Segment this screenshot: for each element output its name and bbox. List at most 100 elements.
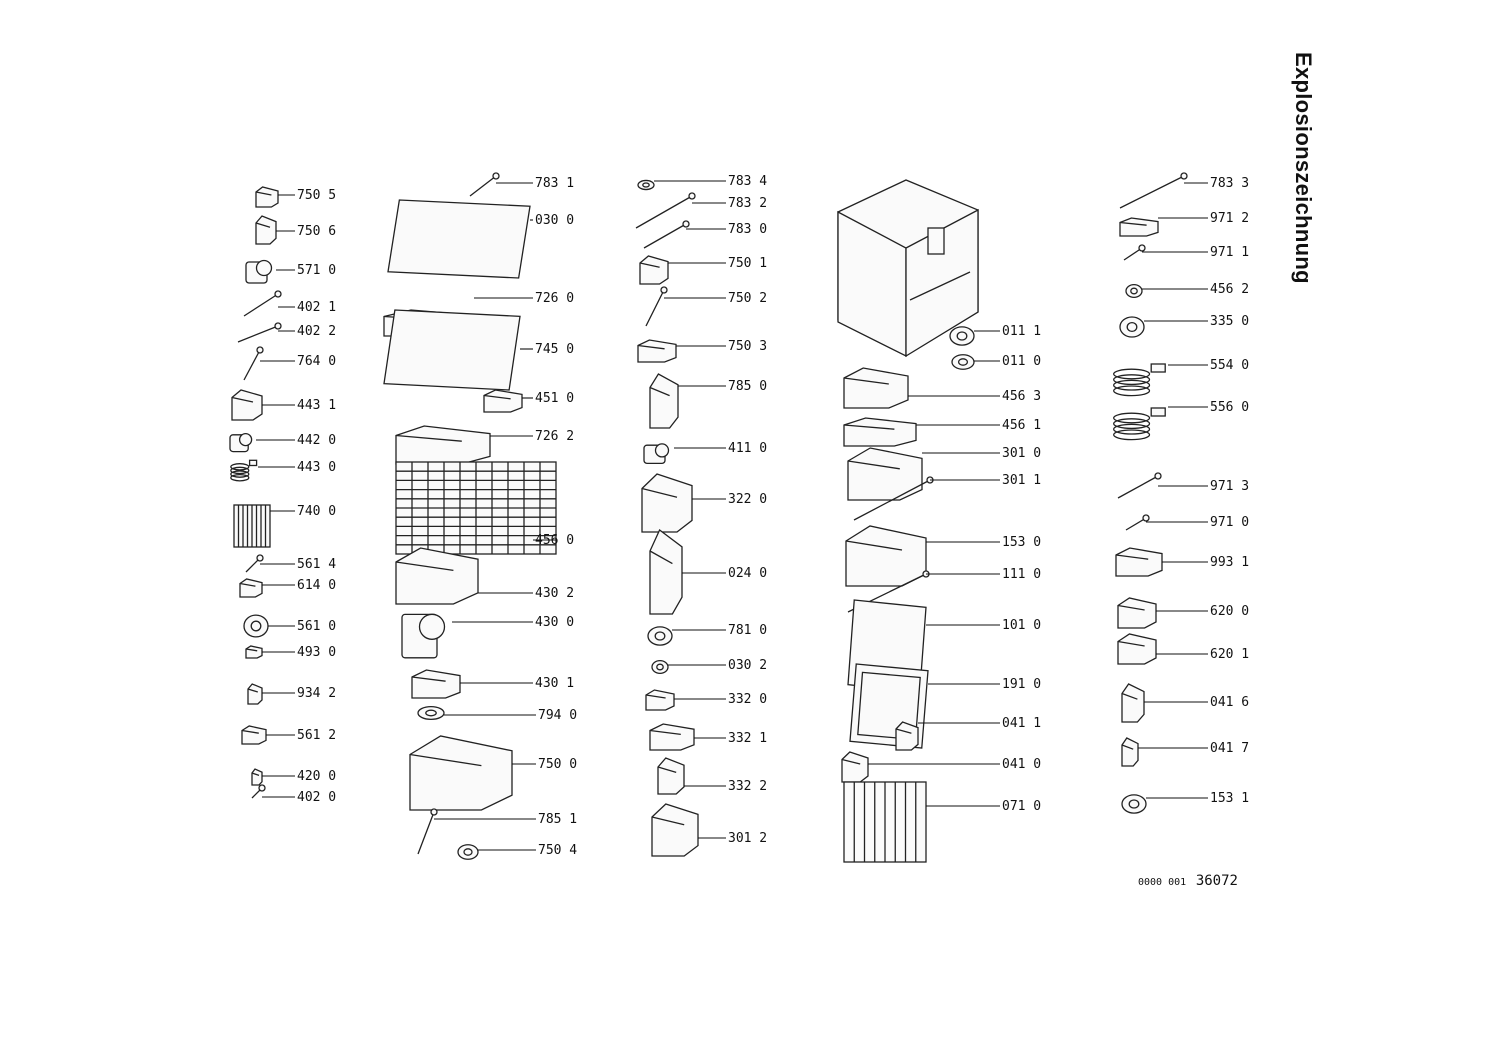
part-number-label: 041 0	[1002, 757, 1041, 772]
plate-icon	[843, 417, 917, 447]
wire-icon	[245, 554, 264, 573]
pump-icon	[643, 443, 670, 465]
part-402-2: 402 2	[237, 322, 336, 343]
control-panel-icon	[641, 473, 693, 533]
water-hose-icon	[469, 172, 500, 197]
filter-drier-icon	[243, 346, 264, 381]
part-783-2: 783 2	[635, 192, 767, 229]
part-number-label: 153 0	[1002, 535, 1041, 550]
part-011-1: 011 1	[949, 324, 1041, 346]
clip-icon	[245, 645, 263, 659]
part-number-label: 781 0	[728, 623, 767, 638]
part-750-0: 750 0	[409, 735, 577, 811]
drawing-number: 0000 001 36072	[1138, 870, 1238, 889]
part-number-label: 322 0	[728, 492, 767, 507]
rail-icon	[395, 425, 491, 465]
cabinet-housing-icon	[837, 179, 979, 358]
cap-icon	[457, 844, 479, 860]
part-740-0: 740 0	[233, 504, 336, 548]
motor-icon	[401, 613, 446, 659]
hinge-plate-icon	[1121, 683, 1145, 723]
washer-icon	[637, 179, 655, 191]
elbow-pipe-icon	[649, 373, 679, 429]
funnel-icon	[639, 255, 669, 285]
part-430-1: 430 1	[411, 669, 574, 699]
part-402-1: 402 1	[243, 290, 336, 317]
part-456-1: 456 1	[843, 417, 1041, 447]
part-number-label: 011 0	[1002, 354, 1041, 369]
screw-icon	[251, 784, 266, 799]
lamp-icon	[1117, 472, 1162, 499]
part-332-2: 332 2	[657, 757, 767, 795]
part-number-label: 191 0	[1002, 677, 1041, 692]
ring-icon	[417, 705, 445, 721]
hinge-icon	[895, 721, 919, 751]
heater-icon	[483, 389, 523, 413]
part-number-label: 750 2	[728, 291, 767, 306]
part-number-label: 442 0	[297, 433, 336, 448]
part-number-label: 783 2	[728, 196, 767, 211]
part-420-0: 420 0	[251, 768, 336, 786]
circuit-board-icon	[651, 803, 699, 857]
part-620-0: 620 0	[1117, 597, 1249, 629]
motor-base-icon	[411, 669, 461, 699]
part-number-label: 750 3	[728, 339, 767, 354]
part-number-label: 971 3	[1210, 479, 1249, 494]
control-strip-icon	[847, 447, 923, 501]
part-456-3: 456 3	[843, 367, 1041, 409]
part-number-label: 785 1	[538, 812, 577, 827]
part-number-label: 750 4	[538, 843, 577, 858]
part-620-1: 620 1	[1117, 633, 1249, 665]
part-number-label: 456 3	[1002, 389, 1041, 404]
part-number-label: 101 0	[1002, 618, 1041, 633]
part-971-2: 971 2	[1119, 211, 1249, 237]
part-number-label: 764 0	[297, 354, 336, 369]
part-993-1: 993 1	[1115, 547, 1249, 577]
diagram-title: Explosionszeichnung	[1291, 52, 1316, 284]
part-number-label: 011 1	[1002, 324, 1041, 339]
flange-icon	[637, 339, 677, 363]
part-556-0: 556 0	[1113, 400, 1249, 441]
part-number-label: 030 2	[728, 658, 767, 673]
part-number-label: 402 1	[297, 300, 336, 315]
part-750-2: 750 2	[645, 286, 767, 327]
part-number-label: 561 0	[297, 619, 336, 634]
part-030-0: 030 0	[387, 199, 574, 279]
part-191-0: 191 0	[849, 663, 1041, 749]
part-614-0: 614 0	[239, 578, 336, 598]
part-745-0: 745 0	[383, 309, 574, 391]
part-785-0: 785 0	[649, 373, 767, 429]
hose-icon	[635, 192, 696, 229]
part-332-1: 332 1	[649, 723, 767, 751]
fan-blade-icon	[230, 459, 258, 482]
part-number-label: 301 2	[728, 831, 767, 846]
plate-icon	[843, 367, 909, 409]
part-number-label: 402 0	[297, 790, 336, 805]
part-number-label: 456 2	[1210, 282, 1249, 297]
valve-icon	[255, 215, 277, 245]
part-number-label: 430 2	[535, 586, 574, 601]
part-783-4: 783 4	[637, 174, 767, 191]
part-number-label: 030 0	[535, 213, 574, 228]
part-number-label: 750 5	[297, 188, 336, 203]
switch-icon	[645, 689, 675, 711]
part-number-label: 554 0	[1210, 358, 1249, 373]
part-971-3: 971 3	[1117, 472, 1249, 499]
part-041-7: 041 7	[1121, 737, 1249, 767]
part-number-label: 430 1	[535, 676, 574, 691]
capillary-tube-icon	[237, 322, 282, 343]
part-number-label: 071 0	[1002, 799, 1041, 814]
part-781-0: 781 0	[647, 623, 767, 646]
part-041-6: 041 6	[1121, 683, 1249, 723]
door-shelf-icon	[845, 525, 927, 587]
part-785-1: 785 1	[417, 808, 577, 855]
fan-motor-icon	[229, 432, 253, 453]
part-number-label: 153 1	[1210, 791, 1249, 806]
part-number-label: 971 0	[1210, 515, 1249, 530]
thermostat-icon	[1113, 363, 1166, 397]
part-number-label: 456 0	[535, 533, 574, 548]
bracket-icon	[231, 389, 263, 421]
part-041-0: 041 0	[841, 751, 1041, 783]
part-750-1: 750 1	[639, 255, 767, 285]
